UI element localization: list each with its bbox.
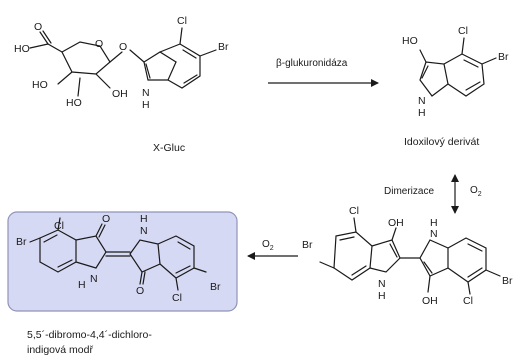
hydrogen-label: H bbox=[140, 213, 148, 225]
carbonyl-oxygen: O bbox=[136, 285, 144, 297]
bromine-label: Br bbox=[302, 239, 313, 251]
x-gluc-structure: O O HO HO HO OH O Cl Br N H bbox=[14, 15, 229, 111]
hydroxyl-label: HO bbox=[402, 35, 418, 47]
glycosidic-oxygen: O bbox=[119, 41, 127, 53]
idoxyl-caption: Idoxilový derivát bbox=[404, 136, 480, 148]
hydroxyl-label: HO bbox=[32, 79, 48, 91]
product-caption-line2: indigová modř bbox=[27, 344, 93, 356]
nitrogen-label: N bbox=[378, 278, 386, 290]
hydrogen-label: H bbox=[430, 217, 438, 229]
carboxyl-oxygen: O bbox=[34, 21, 42, 33]
ring-oxygen: O bbox=[95, 38, 103, 50]
o2-left-label: O2 bbox=[262, 239, 274, 252]
hydroxyl-label: OH bbox=[112, 88, 128, 100]
carbonyl-oxygen: O bbox=[102, 213, 110, 225]
chlorine-label: Cl bbox=[349, 205, 359, 217]
nitrogen-label: N bbox=[142, 87, 150, 99]
bromine-label: Br bbox=[218, 41, 229, 53]
leuco-dimer-structure: Cl Br OH N H N H OH Cl Br bbox=[302, 205, 513, 307]
enzyme-label: β-glukuronidáza bbox=[276, 58, 348, 69]
nitrogen-label: N bbox=[418, 95, 426, 107]
hydrogen-label: H bbox=[378, 290, 386, 302]
product-highlight-box bbox=[7, 211, 238, 312]
indigo-structure: Cl Br O N H N H O Cl Br bbox=[16, 213, 221, 304]
carboxyl-ho: HO bbox=[14, 43, 30, 55]
chlorine-label: Cl bbox=[177, 15, 187, 27]
chlorine-label: Cl bbox=[54, 220, 64, 232]
nitrogen-label: N bbox=[430, 228, 438, 240]
hydrogen-label: H bbox=[78, 279, 86, 291]
nitrogen-label: N bbox=[140, 225, 148, 237]
bromine-label: Br bbox=[210, 281, 221, 293]
chlorine-label: Cl bbox=[172, 292, 182, 304]
bromine-label: Br bbox=[498, 51, 509, 63]
nitrogen-label: N bbox=[90, 273, 98, 285]
bromine-label: Br bbox=[502, 275, 513, 287]
x-gluc-caption: X-Gluc bbox=[153, 142, 186, 154]
chlorine-label: Cl bbox=[463, 295, 473, 307]
hydroxyl-label: OH bbox=[422, 295, 438, 307]
chlorine-label: Cl bbox=[458, 25, 468, 37]
hydroxyl-label: HO bbox=[66, 97, 82, 109]
hydrogen-label: H bbox=[142, 99, 150, 111]
idoxyl-structure: HO Cl Br N H bbox=[402, 25, 509, 119]
hydrogen-label: H bbox=[418, 107, 426, 119]
hydroxyl-label: OH bbox=[388, 217, 404, 229]
dimerization-label: Dimerizace bbox=[384, 186, 434, 197]
bromine-label: Br bbox=[16, 236, 27, 248]
product-caption-line1: 5,5´-dibromo-4,4´-dichloro- bbox=[27, 329, 152, 341]
o2-right-label: O2 bbox=[470, 185, 482, 198]
